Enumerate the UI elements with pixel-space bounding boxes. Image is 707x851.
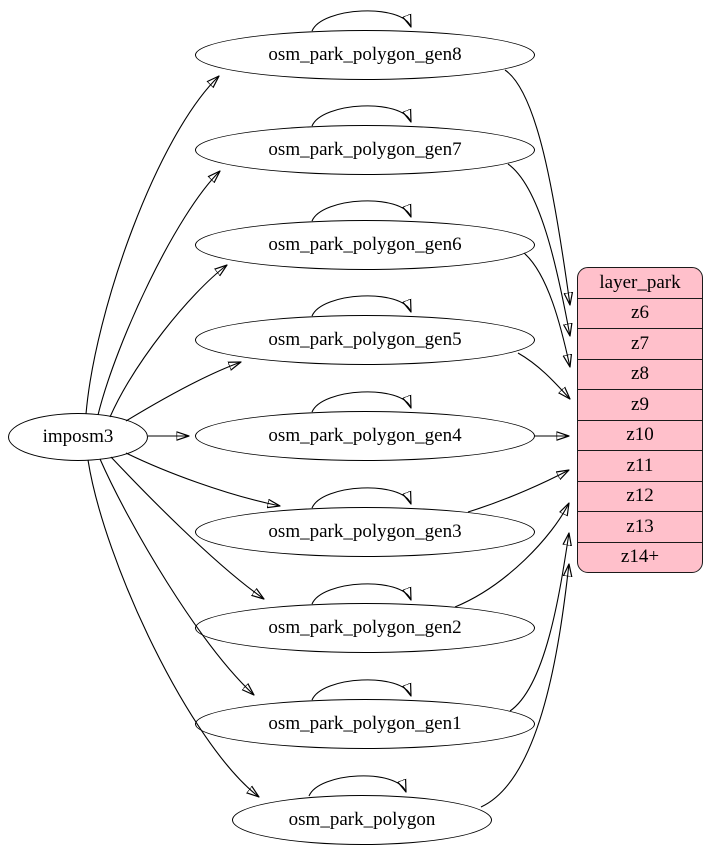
- node-osm-park-polygon-gen5: osm_park_polygon_gen5: [195, 315, 535, 365]
- layer-park-title-row: layer_park: [578, 268, 702, 299]
- edge-gen5-to-z9: [517, 352, 570, 399]
- edge-imposm3-to-gen3: [125, 452, 280, 506]
- self-loop-gen8: [311, 10, 411, 32]
- self-loop-gen2: [311, 583, 411, 605]
- edge-imposm3-to-gen7: [97, 171, 220, 416]
- layer-row-label: z6: [631, 302, 649, 324]
- node-osm-park-polygon-gen2: osm_park_polygon_gen2: [195, 603, 535, 653]
- node-osm-park-polygon-gen1: osm_park_polygon_gen1: [195, 699, 535, 749]
- layer-row-z12: z12: [578, 482, 702, 512]
- self-loop-gen7: [311, 105, 411, 127]
- self-loop-gen3: [311, 487, 411, 509]
- layer-row-z11: z11: [578, 451, 702, 482]
- self-loop-gen6: [311, 200, 411, 222]
- layer-row-label: z11: [626, 454, 654, 476]
- node-layer-park: layer_park z6 z7 z8 z9 z10 z11 z12 z13 z…: [577, 267, 703, 573]
- node-osm-park-polygon-gen7: osm_park_polygon_gen7: [195, 125, 535, 175]
- node-label: osm_park_polygon_gen7: [268, 139, 462, 160]
- node-imposm3-label: imposm3: [42, 426, 114, 447]
- edge-imposm3-to-gen1: [99, 458, 254, 695]
- edge-polygon-to-z14: [480, 564, 569, 808]
- layer-row-z8: z8: [578, 360, 702, 390]
- node-label: osm_park_polygon_gen2: [268, 617, 462, 638]
- node-label: osm_park_polygon: [288, 809, 436, 830]
- node-label: osm_park_polygon_gen8: [268, 44, 462, 65]
- layer-row-label: z8: [631, 363, 649, 385]
- layer-row-label: z14+: [620, 546, 660, 568]
- layer-row-z9: z9: [578, 390, 702, 421]
- layer-row-label: z9: [631, 393, 649, 415]
- layer-row-z10: z10: [578, 421, 702, 451]
- node-osm-park-polygon-gen8: osm_park_polygon_gen8: [195, 30, 535, 80]
- edge-gen3-to-z11: [467, 470, 569, 513]
- layer-row-label: z12: [626, 485, 654, 507]
- node-osm-park-polygon: osm_park_polygon: [232, 795, 492, 845]
- layer-row-label: z7: [631, 332, 649, 354]
- layer-row-z7: z7: [578, 329, 702, 360]
- edge-gen8-to-z6: [504, 69, 570, 305]
- node-label: osm_park_polygon_gen6: [268, 234, 462, 255]
- node-osm-park-polygon-gen4: osm_park_polygon_gen4: [195, 411, 535, 461]
- layer-park-title: layer_park: [599, 271, 681, 293]
- layer-row-z6: z6: [578, 299, 702, 329]
- layer-row-label: z13: [626, 515, 654, 537]
- self-loop-gen1: [311, 679, 411, 701]
- node-imposm3: imposm3: [8, 413, 148, 461]
- self-loop-gen5: [311, 295, 411, 317]
- node-label: osm_park_polygon_gen5: [268, 329, 462, 350]
- node-osm-park-polygon-gen6: osm_park_polygon_gen6: [195, 220, 535, 270]
- node-label: osm_park_polygon_gen1: [268, 713, 462, 734]
- layer-row-z14plus: z14+: [578, 543, 702, 573]
- edge-gen6-to-z8: [523, 252, 570, 367]
- node-osm-park-polygon-gen3: osm_park_polygon_gen3: [195, 507, 535, 557]
- self-loop-polygon: [308, 775, 406, 797]
- layer-row-label: z10: [626, 424, 654, 446]
- edge-imposm3-to-gen5: [125, 362, 241, 422]
- self-loop-gen4: [311, 391, 411, 413]
- node-label: osm_park_polygon_gen3: [268, 521, 462, 542]
- node-label: osm_park_polygon_gen4: [268, 425, 462, 446]
- layer-row-z13: z13: [578, 512, 702, 543]
